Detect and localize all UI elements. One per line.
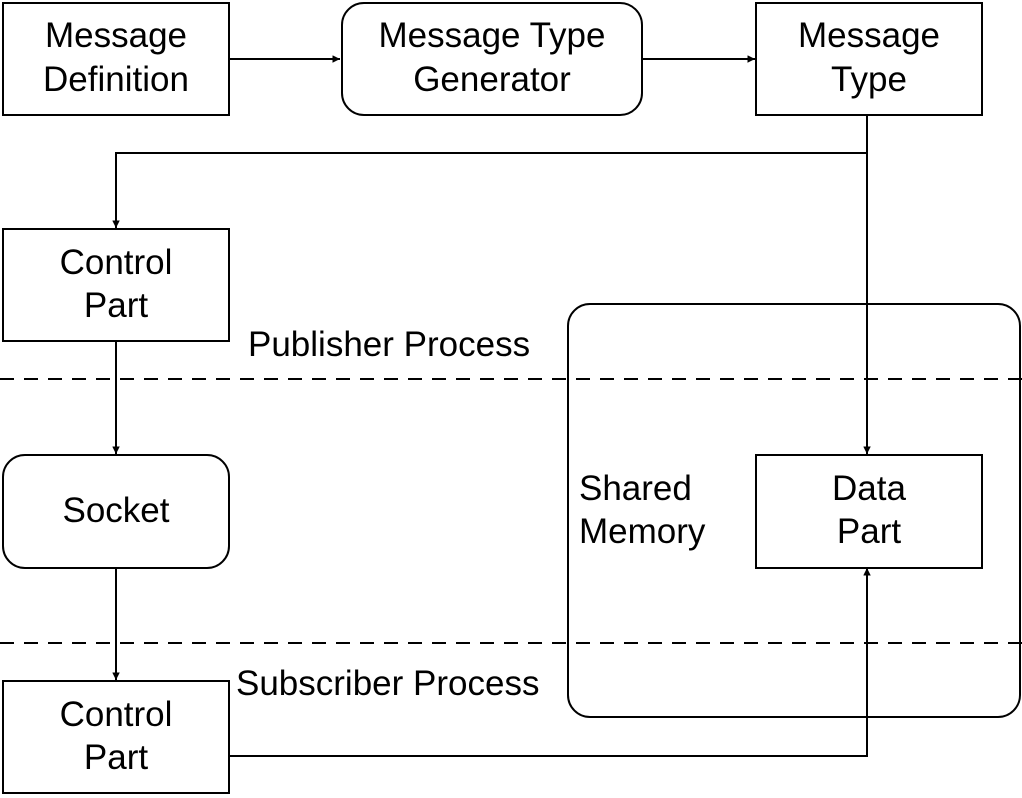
message-type-label-line-1: Message: [798, 16, 940, 55]
edge-message-type-to-publisher-control-part: [112, 152, 867, 228]
message-definition-label-line-2: Definition: [43, 60, 189, 99]
message-definition-node: Message Definition: [2, 2, 230, 116]
message-type-node: Message Type: [755, 2, 983, 116]
publisher-process-label: Publisher Process: [248, 325, 530, 364]
data-part-node: Data Part: [755, 454, 983, 569]
publisher-control-part-label-line-2: Part: [84, 286, 148, 325]
message-definition-label-line-1: Message: [45, 16, 187, 55]
socket-node: Socket: [2, 454, 230, 569]
subscriber-control-part-label-line-1: Control: [60, 695, 173, 734]
data-part-label-line-2: Part: [837, 512, 901, 551]
message-type-label-line-2: Type: [831, 60, 907, 99]
message-type-generator-label-line-2: Generator: [413, 60, 571, 99]
subscriber-process-label: Subscriber Process: [236, 664, 539, 703]
shared-memory-label-line-1: Shared: [579, 469, 692, 508]
data-part-label-line-1: Data: [832, 469, 906, 508]
publisher-control-part-node: Control Part: [2, 228, 230, 342]
subscriber-control-part-node: Control Part: [2, 680, 230, 794]
socket-label: Socket: [63, 491, 170, 530]
shared-memory-label-line-2: Memory: [579, 512, 706, 551]
publisher-control-part-label-line-1: Control: [60, 243, 173, 282]
edges: [112, 55, 871, 757]
message-type-generator-label-line-1: Message Type: [379, 16, 606, 55]
shared-memory-region: [567, 303, 1021, 718]
edge-subscriber-control-part-to-data-part: [229, 568, 871, 757]
message-type-generator-node: Message Type Generator: [341, 2, 643, 116]
subscriber-control-part-label-line-2: Part: [84, 738, 148, 777]
